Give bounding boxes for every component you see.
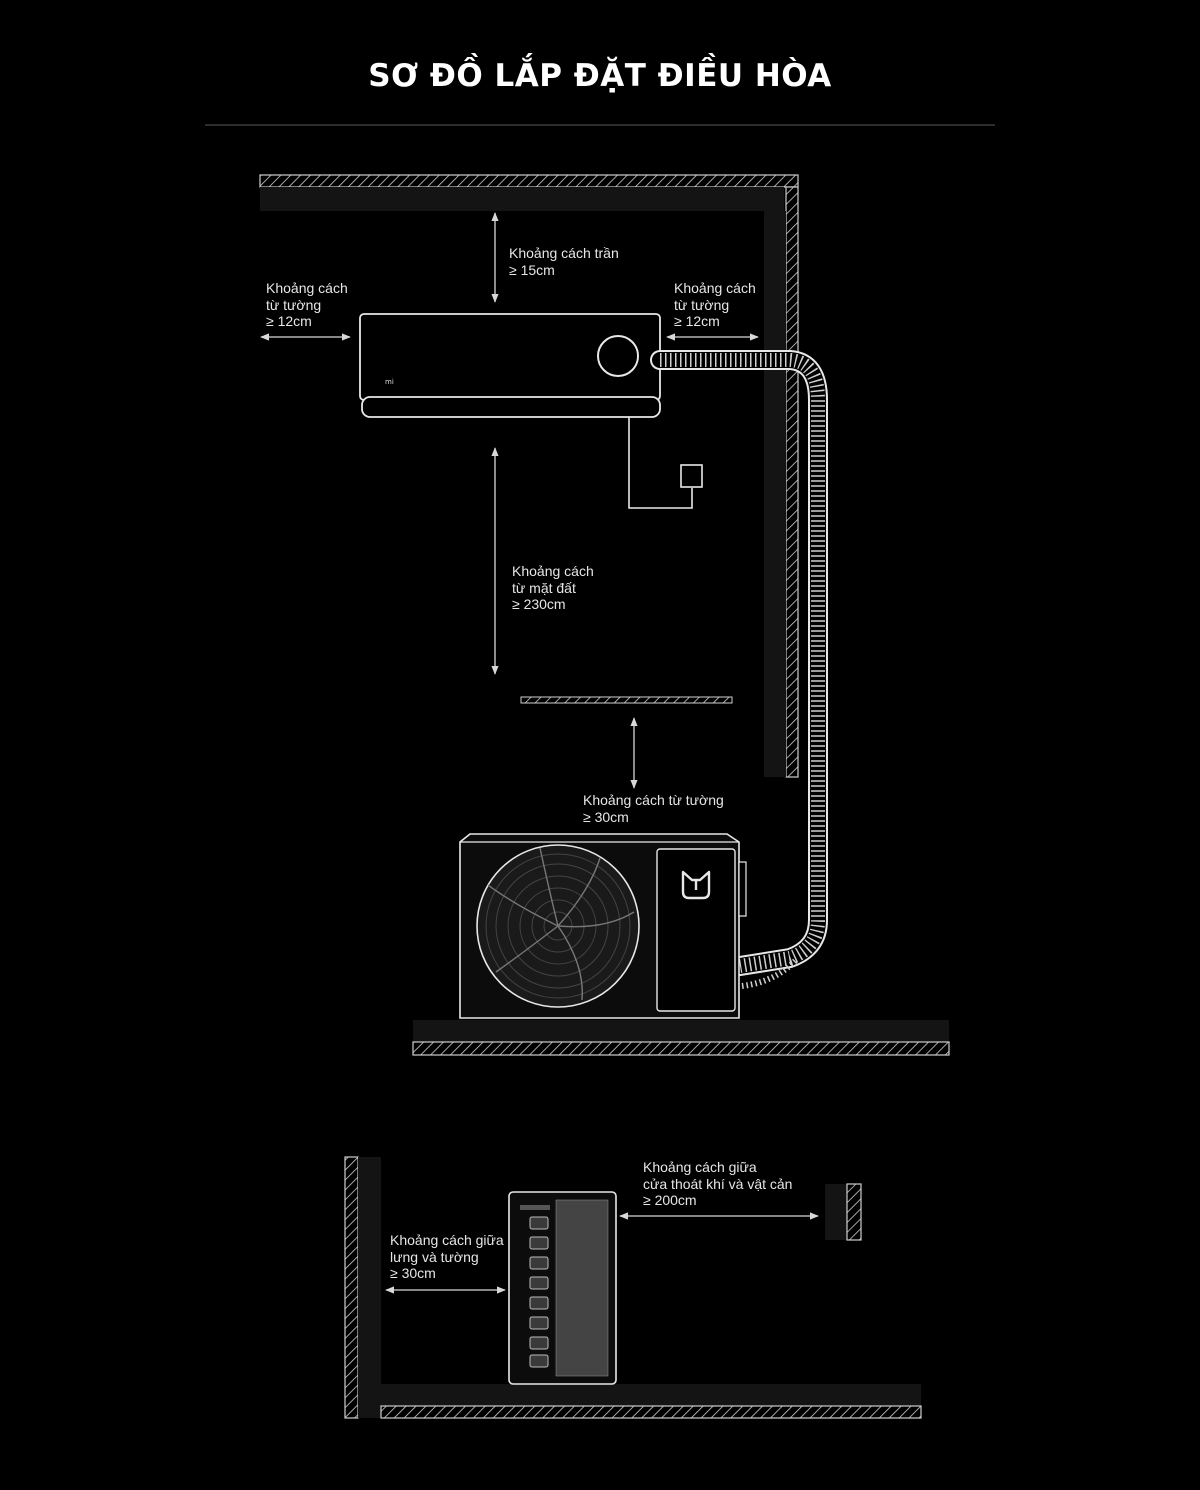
- back-wall-distance-label: Khoảng cách giữa lưng và tường ≥ 30cm: [390, 1232, 508, 1281]
- outdoor-unit: [459, 833, 747, 1019]
- ceiling-distance-label: Khoảng cách trần ≥ 15cm: [509, 245, 623, 278]
- power-outlet-icon: [680, 464, 703, 488]
- right-wall: [764, 186, 799, 778]
- ceiling: [259, 174, 799, 211]
- indoor-display-ring: [597, 335, 639, 377]
- side-vent-grille: [529, 1216, 549, 1368]
- left-wall-distance-label: Khoảng cách từ tường ≥ 12cm: [266, 280, 352, 329]
- diagram-title: SƠ ĐỒ LẮP ĐẶT ĐIỀU HÒA: [368, 58, 832, 94]
- obstacle-distance-label: Khoảng cách giữa cửa thoát khí và vật cả…: [643, 1159, 796, 1208]
- mi-logo-icon: mi: [385, 378, 394, 386]
- refrigerant-pipe: [650, 350, 828, 989]
- ground-distance-label: Khoảng cách từ mặt đất ≥ 230cm: [512, 563, 598, 612]
- outdoor-ground: [412, 1020, 950, 1056]
- lower-ground: [380, 1384, 922, 1419]
- obstacle: [825, 1183, 862, 1241]
- outdoor-wall-distance-label: Khoảng cách từ tường ≥ 30cm: [583, 792, 728, 825]
- fan-icon: [476, 844, 640, 1008]
- outdoor-unit-side-view: [508, 1191, 617, 1385]
- indoor-unit: mi: [359, 313, 661, 418]
- back-wall: [344, 1156, 381, 1419]
- mijia-logo-icon: [681, 870, 711, 900]
- power-cord: [628, 417, 703, 509]
- right-wall-distance-label: Khoảng cách từ tường ≥ 12cm: [674, 280, 760, 329]
- overhead-shelf: [520, 696, 733, 704]
